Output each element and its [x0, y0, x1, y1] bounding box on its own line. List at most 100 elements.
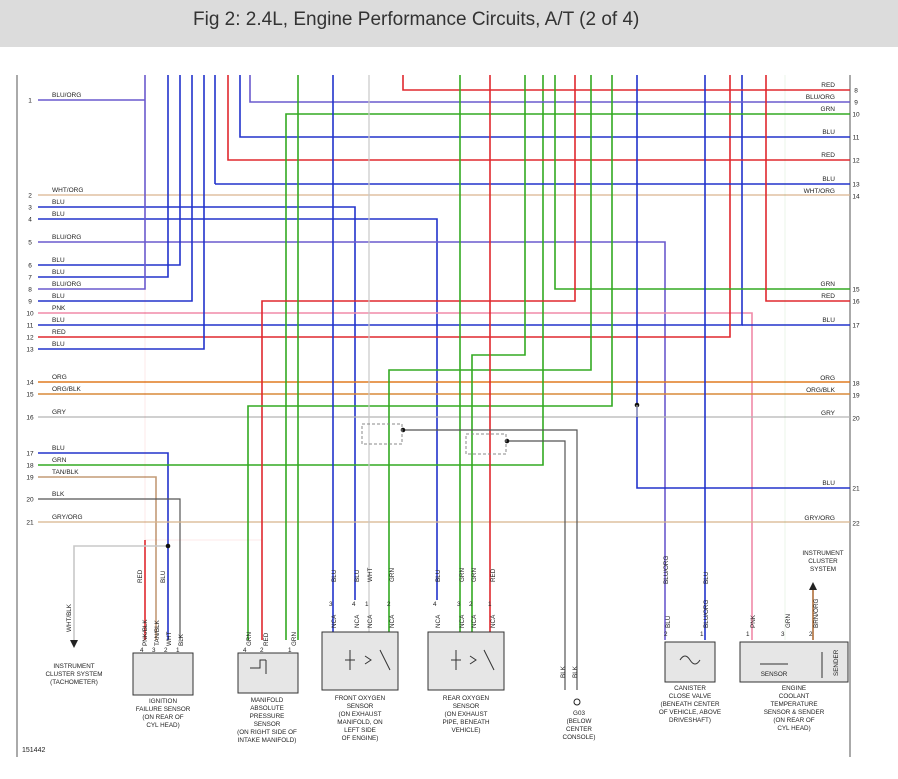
wire-left-7 [38, 75, 169, 278]
rear-oxygen-sensor-caption: REAR OXYGEN [443, 695, 490, 702]
left-row-number: 11 [27, 323, 34, 330]
pin-number: 2 [164, 647, 168, 654]
wire-color-label: GRN [471, 568, 478, 582]
wire-color-label: GRN [389, 568, 396, 582]
map-sensor-caption: SENSOR [254, 721, 281, 728]
left-wire-label: BLU/ORG [52, 234, 81, 241]
left-row-number: 13 [26, 347, 34, 354]
wire-blk-shield-2 [507, 440, 566, 690]
wire-color-label: WHT/BLK [66, 603, 73, 632]
diagram-border [16, 75, 851, 757]
wire-left-4 [38, 218, 438, 600]
pin-number: 3 [781, 631, 785, 638]
right-row-number: 10 [852, 112, 860, 119]
right-row-number: 12 [852, 158, 860, 165]
front-oxygen-sensor-caption: OF ENGINE) [342, 735, 379, 742]
right-row-number: 14 [852, 194, 860, 201]
right-row-number: 16 [852, 299, 860, 306]
wire-right-12 [227, 75, 850, 161]
rear-oxygen-sensor-caption: (ON EXHAUST [444, 711, 487, 718]
right-row-number: 17 [852, 323, 860, 330]
ect-sensor-box [739, 641, 849, 683]
left-row-number: 16 [26, 415, 34, 422]
left-wire-label: GRN [52, 457, 67, 464]
wire-left-5 [38, 241, 666, 560]
splice-dot-shield-1 [400, 427, 406, 433]
wire-left-18 [38, 75, 544, 466]
right-wire-label: BLU/ORG [806, 94, 835, 101]
left-row-number: 9 [28, 299, 32, 306]
wire-layer [38, 75, 850, 690]
wire-left-20 [38, 498, 181, 640]
left-wire-label: TAN/BLK [52, 469, 79, 476]
left-row-number: 19 [26, 475, 34, 482]
pin-wire-label: BRN/ORG [813, 599, 820, 628]
map-sensor-caption: MANIFOLD [251, 697, 284, 704]
wire-color-label: GRN [459, 568, 466, 582]
wire-left-12 [38, 75, 731, 338]
pin-wire-label: RED [263, 632, 270, 646]
instrument-cluster-caption: SYSTEM [810, 566, 836, 573]
pin-number: 2 [469, 601, 473, 608]
pin-wire-label: PNK [750, 614, 757, 628]
wire-left-9 [38, 75, 193, 302]
pin-number: 4 [140, 647, 144, 654]
left-wire-label: BLU [52, 317, 65, 324]
pin-number: 2 [664, 631, 668, 638]
wire-tach [73, 545, 168, 640]
right-wire-label: BLU [822, 317, 835, 324]
right-row-number: 22 [852, 521, 860, 528]
tachometer-caption: INSTRUMENT [53, 663, 94, 670]
g03-caption: (BELOW [567, 718, 592, 725]
left-wire-label: PNK [52, 305, 66, 312]
wire-right-11 [239, 75, 850, 138]
pin-number: 1 [176, 647, 180, 654]
left-wire-label: GRY/ORG [52, 514, 83, 521]
map-sensor-caption: PRESSURE [250, 713, 285, 720]
left-wire-label: BLU [52, 199, 65, 206]
right-row-number: 11 [853, 135, 860, 142]
right-wire-label: ORG [820, 375, 835, 382]
right-wire-label: RED [821, 293, 835, 300]
wire-right-16 [765, 75, 850, 302]
left-row-number: 20 [26, 497, 34, 504]
g03-caption: CONSOLE) [563, 734, 596, 741]
left-row-number: 10 [26, 311, 34, 318]
left-row-number: 15 [26, 392, 34, 399]
left-wire-label: GRY [52, 409, 67, 416]
tachometer-caption: CLUSTER SYSTEM [45, 671, 102, 678]
ignition-failure-sensor-caption: FAILURE SENSOR [136, 706, 191, 713]
sensor-inner-label: SENSOR [761, 671, 788, 678]
tachometer-caption: (TACHOMETER) [50, 679, 98, 686]
front-oxygen-sensor-caption: LEFT SIDE [344, 727, 376, 734]
left-wire-label: BLU/ORG [52, 92, 81, 99]
left-wire-label: BLU [52, 257, 65, 264]
ect-sensor-caption: CYL HEAD) [777, 725, 810, 732]
wire-color-label: BLU [354, 569, 361, 582]
rear-o2-heater-glyph [451, 649, 495, 671]
canister-close-valve-caption: CLOSE VALVE [669, 693, 711, 700]
front-oxygen-sensor-box [321, 631, 399, 691]
canister-coil-glyph [679, 655, 701, 665]
ect-sensor-glyph [760, 652, 823, 678]
right-wire-label: GRY/ORG [804, 515, 835, 522]
wire-right-10 [285, 113, 850, 640]
ect-sensor-caption: (ON REAR OF [773, 717, 814, 724]
left-row-number: 2 [28, 193, 32, 200]
left-row-number: 7 [28, 275, 32, 282]
map-sensor-caption: INTAKE MANIFOLD) [238, 737, 297, 744]
wire-left-17 [38, 452, 169, 640]
pin-number: 3 [329, 601, 333, 608]
right-wire-label: GRN [821, 106, 836, 113]
pin-number: 1 [488, 601, 492, 608]
splice-dot-tach [165, 543, 171, 549]
right-wire-label: BLU [822, 129, 835, 136]
canister-close-valve-caption: CANISTER [674, 685, 706, 692]
shield-front-o2 [361, 423, 403, 445]
front-oxygen-sensor-caption: MANIFOLD, ON [337, 719, 383, 726]
pin-number: 1 [746, 631, 750, 638]
pin-wire-label: GRN [291, 632, 298, 646]
right-wire-label: BLU [822, 480, 835, 487]
wire-color-label: WHT [367, 568, 374, 582]
